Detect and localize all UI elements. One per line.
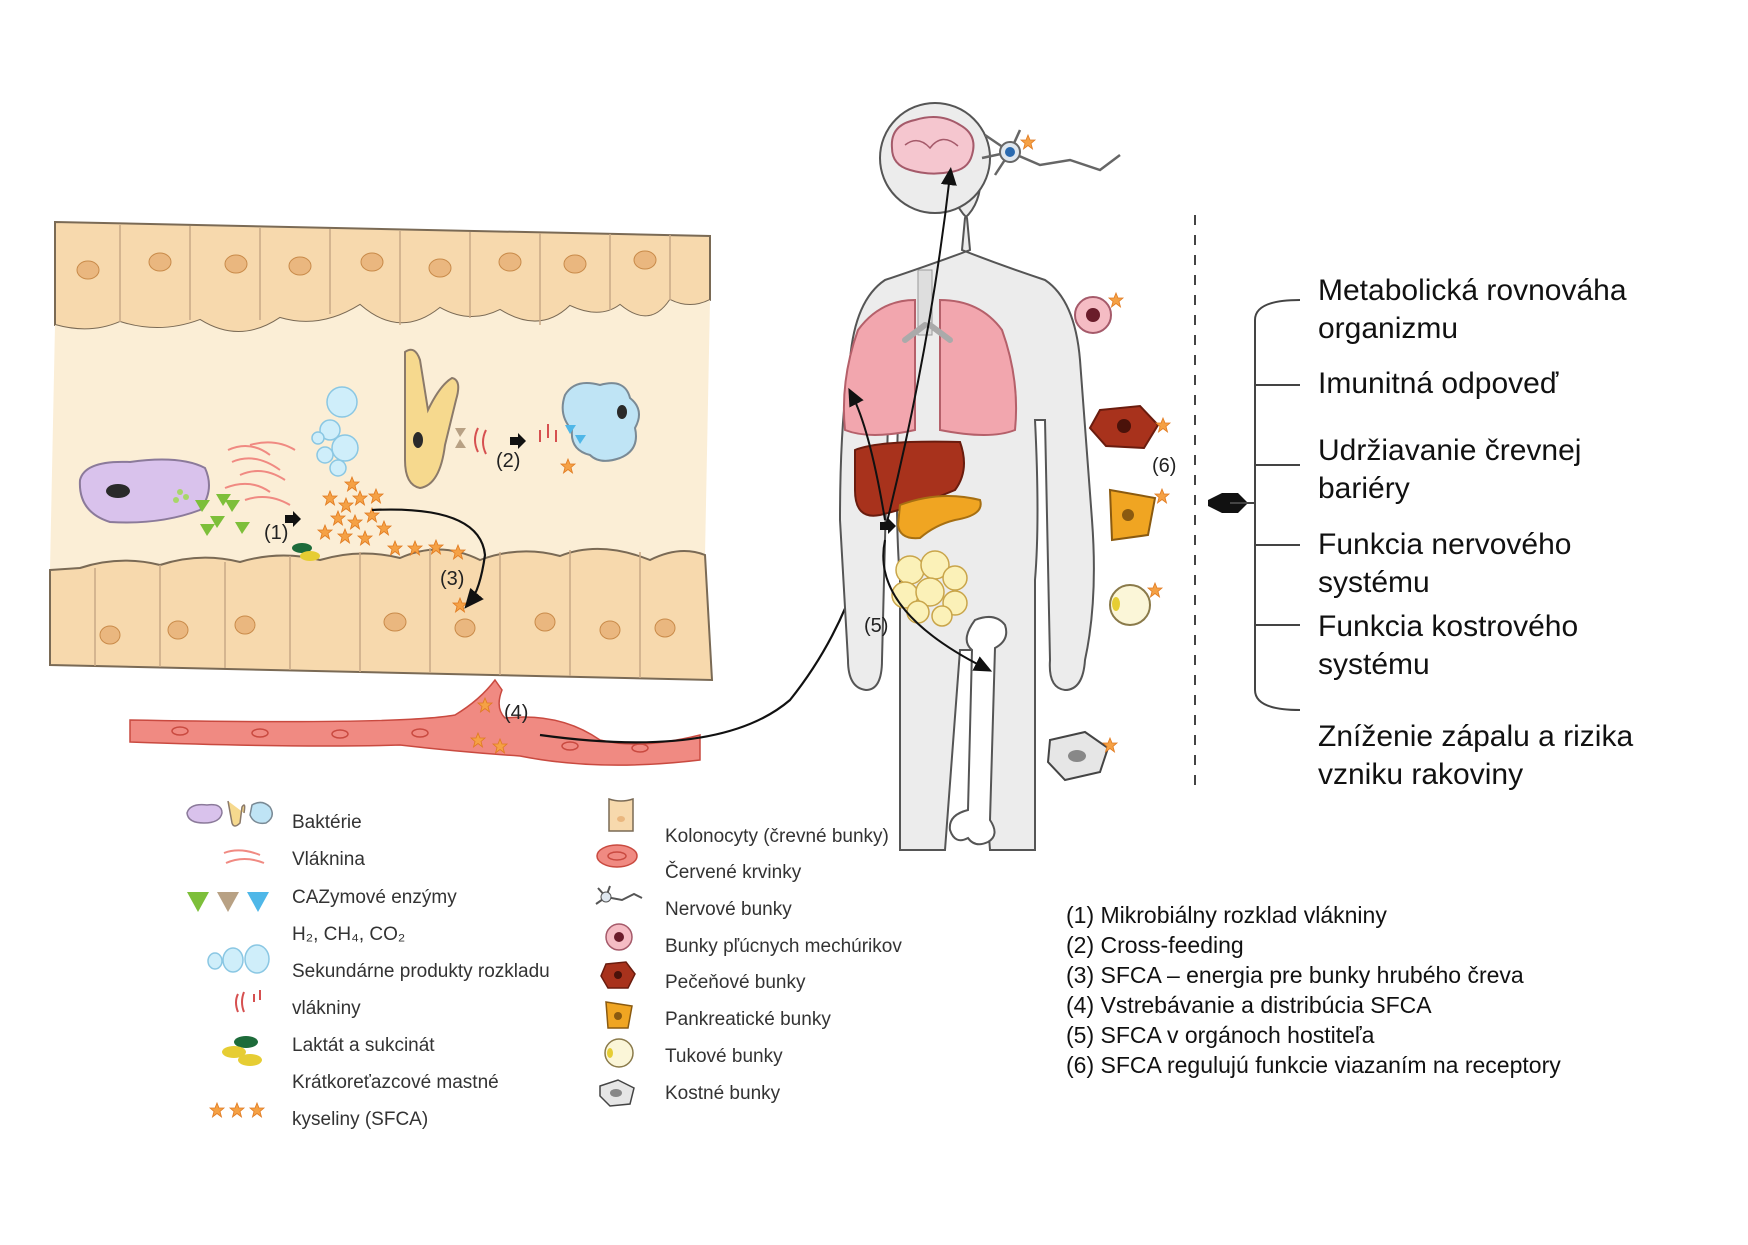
- legend-alveolar-icon: [605, 923, 633, 951]
- legend-bone: Kostné bunky: [665, 1083, 781, 1104]
- step-label-1: (1): [264, 522, 289, 544]
- legend-neurons: Nervové bunky: [665, 899, 792, 920]
- pancreatic-cell: [1108, 488, 1170, 542]
- right-lung: [939, 298, 1018, 436]
- effect-metabolic-balance: Metabolická rovnováha organizmu: [1318, 274, 1627, 345]
- step-label-3: (3): [440, 568, 465, 590]
- legend-adipocyte-icon: [604, 1038, 634, 1068]
- legend-enzymes-icon: [187, 892, 269, 912]
- legend-pancreatic: Pankreatické bunky: [665, 1009, 831, 1030]
- legend-rbc-icon: [596, 844, 638, 868]
- gut-bottom-wall: [49, 547, 714, 682]
- legend-fiber-icon: [223, 849, 265, 864]
- legend-scfa-icon: [209, 1102, 265, 1118]
- legend-rbc: Červené krvinky: [665, 862, 802, 883]
- note-5: (5) SFCA v orgánoch hostiteľa: [1066, 1022, 1375, 1048]
- gut-section: [49, 220, 714, 682]
- neuron-cell: [981, 129, 1121, 176]
- legend-lactate: Laktát a sukcinát: [292, 1035, 435, 1056]
- effect-gut-barrier: Udržiavanie črevnej bariéry: [1318, 434, 1582, 505]
- fat-tissue: [891, 550, 968, 627]
- legend-gas-marks-icon: [235, 990, 261, 1013]
- femur: [948, 615, 1008, 846]
- legend-secondary-line2: vlákniny: [292, 998, 361, 1019]
- step-label-6: (6): [1152, 455, 1177, 477]
- human-body: [838, 102, 1095, 851]
- legend-colonocyte-icon: [608, 797, 634, 832]
- alveolar-cell: [1074, 292, 1124, 334]
- step-label-2: (2): [496, 450, 521, 472]
- note-4: (4) Vstrebávanie a distribúcia SFCA: [1066, 992, 1432, 1018]
- legend-secondary-line1: Sekundárne produkty rozkladu: [292, 961, 550, 982]
- hepatocyte-cell: [1088, 404, 1171, 450]
- legend-scfa-line2: kyseliny (SFCA): [292, 1109, 429, 1130]
- legend-fiber: Vláknina: [292, 849, 365, 870]
- effect-immune-response: Imunitná odpoveď: [1318, 367, 1559, 400]
- effect-skeletal-system: Funkcia kostrového systému: [1318, 610, 1579, 681]
- legend-adipocytes: Tukové bunky: [665, 1046, 783, 1067]
- legend-enzymes: CAZymové enzýmy: [292, 887, 457, 908]
- bacterium-yellow: [404, 348, 460, 490]
- effect-inflammation-cancer: Zníženie zápalu a rizika vzniku rakoviny: [1318, 720, 1634, 791]
- effect-nervous-system: Funkcia nervového systému: [1318, 528, 1572, 599]
- legend-bacteria: Baktérie: [292, 812, 362, 833]
- legend-gases: H₂, CH₄, CO₂: [292, 924, 406, 945]
- target-cells: [981, 129, 1171, 782]
- legend-lactate-icon: [222, 1036, 262, 1066]
- bone-cell: [1046, 730, 1118, 782]
- pancreas: [896, 495, 982, 540]
- note-6: (6) SFCA regulujú funkcie viazaním na re…: [1066, 1052, 1561, 1078]
- note-2: (2) Cross-feeding: [1066, 932, 1244, 958]
- legend-bone-icon: [599, 1079, 635, 1107]
- effects-arrow: [1208, 493, 1248, 513]
- legend-neuron-icon: [595, 885, 643, 905]
- bacterium-purple: [78, 458, 210, 524]
- gut-lumen: [50, 300, 710, 570]
- legend-alveolar: Bunky pľúcnych mechúrikov: [665, 936, 902, 957]
- step-label-5: (5): [864, 615, 889, 637]
- legend-hepatocyte-icon: [600, 961, 636, 989]
- legend-pancreatic-icon: [605, 1001, 633, 1029]
- note-3: (3) SFCA – energia pre bunky hrubého čre…: [1066, 962, 1524, 988]
- legend-bacteria-icon: [186, 800, 273, 827]
- legend-scfa-line1: Krátkoreťazcové mastné: [292, 1072, 499, 1093]
- step-label-4: (4): [504, 702, 529, 724]
- adipocyte-cell: [1109, 582, 1163, 626]
- legend-hepatocytes: Pečeňové bunky: [665, 972, 806, 993]
- note-1: (1) Mikrobiálny rozklad vlákniny: [1066, 902, 1387, 928]
- effects-bracket: [1230, 299, 1301, 711]
- legend-colonocytes: Kolonocyty (črevné bunky): [665, 826, 889, 847]
- left-lung: [842, 298, 916, 436]
- legend-secondary-icon: [207, 944, 270, 974]
- bacterium-blue: [561, 382, 640, 462]
